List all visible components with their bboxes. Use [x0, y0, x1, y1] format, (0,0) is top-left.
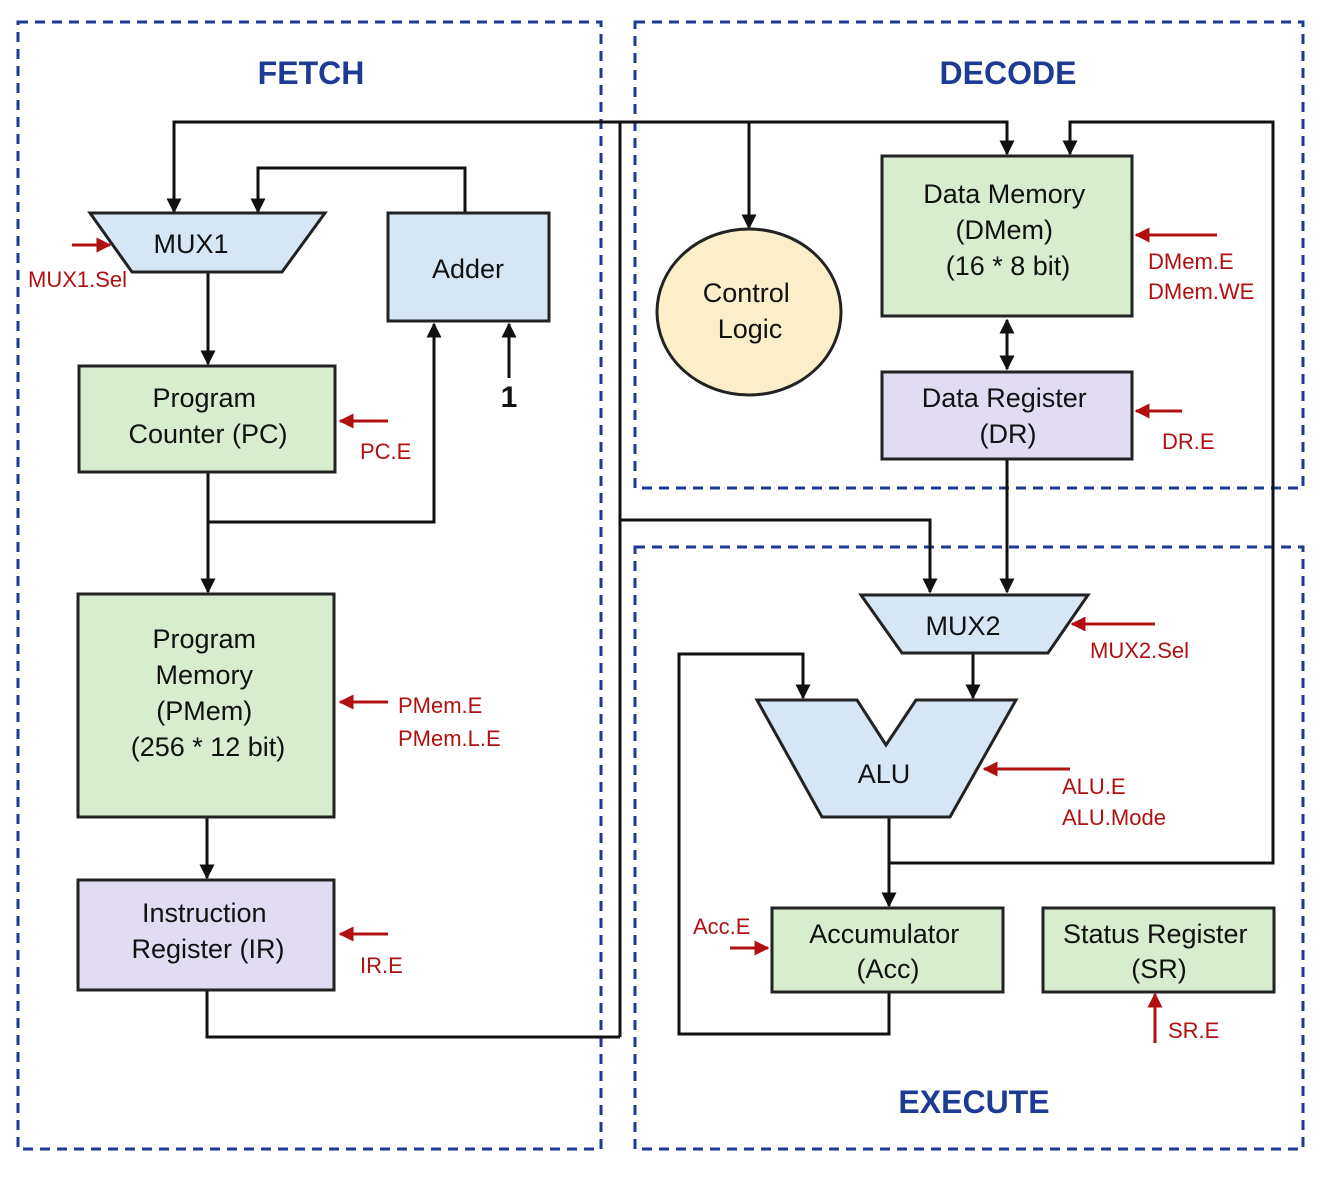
alu-block: ALU: [754, 698, 1019, 819]
dmem-e-label: DMem.E: [1148, 249, 1234, 274]
svg-text:Instruction Register (IR: Instruction Register (IR): [131, 898, 284, 964]
control-logic-block: Control Logic: [655, 227, 843, 397]
dmem-label-line-1: Data Memory: [923, 179, 1086, 209]
acc-label-line-1: Accumulator: [809, 919, 959, 949]
adder-to-mux1-wire: [250, 166, 467, 214]
pmem-label-line-4: (256 * 12 bit): [131, 732, 286, 762]
acc-label-line-2: (Acc): [857, 954, 920, 984]
dmem-label-line-3: (16 * 8 bit): [946, 251, 1071, 281]
program-memory-block: Program Memory (PMem) (256 * 12 bit): [76, 592, 336, 819]
mux2-label: MUX2: [925, 611, 1000, 641]
decode-stage-title: DECODE: [940, 55, 1077, 91]
mux2-block: MUX2: [858, 593, 1091, 655]
pc-e-label: PC.E: [360, 439, 411, 464]
svg-text:Program Memory (PM: Program Memory (PMem) (256 * 12 bit): [131, 624, 286, 762]
mux1-sel-label: MUX1.Sel: [28, 267, 127, 292]
ir-to-mux1-wire: [166, 120, 622, 1037]
mux1-label: MUX1: [153, 229, 228, 259]
svg-text:Status Register (SR): Status Register (SR): [1063, 919, 1255, 984]
dr-label-line-2: (DR): [980, 419, 1037, 449]
instruction-register-block: Instruction Register (IR): [76, 878, 336, 992]
alu-e-label: ALU.E: [1062, 774, 1126, 799]
data-memory-block: Data Memory (DMem) (16 * 8 bit): [880, 154, 1134, 318]
execute-stage-boundary: [633, 545, 1305, 1151]
acc-to-alu-feedback-wire: [677, 652, 891, 1036]
pmem-e-label: PMem.E: [398, 693, 482, 718]
svg-text:Data Register (DR): Data Register (DR): [922, 383, 1095, 449]
alu-mode-label: ALU.Mode: [1062, 805, 1166, 830]
acc-e-label: Acc.E: [693, 914, 750, 939]
mux1-block: MUX1: [87, 211, 328, 274]
pmem-label-line-2: Memory: [155, 660, 253, 690]
pmem-label-line-1: Program: [152, 624, 256, 654]
fetch-stage-boundary: [16, 20, 603, 1151]
pmem-label-line-3: (PMem): [156, 696, 252, 726]
dmem-label-line-2: (DMem): [956, 215, 1053, 245]
pc-to-adder-wire: [208, 322, 442, 524]
adder-constant-input: 1: [501, 381, 518, 414]
dr-e-label: DR.E: [1162, 429, 1215, 454]
dmem-we-label: DMem.WE: [1148, 279, 1254, 304]
control-logic-label-line-1: Control: [703, 278, 790, 308]
pmem-le-label: PMem.L.E: [398, 726, 501, 751]
decode-stage-boundary: [633, 20, 1305, 490]
svg-text:Program Counter (PC): Program Counter (PC): [128, 383, 287, 449]
data-register-block: Data Register (DR): [880, 370, 1134, 461]
svg-text:Accumulator (Acc): Accumulator (Acc): [809, 919, 967, 984]
svg-text:MUX2: MUX2: [925, 611, 1000, 641]
sr-label-line-1: Status Register: [1063, 919, 1248, 949]
alu-to-dmem-data-wire: [889, 120, 1275, 865]
sr-label-line-2: (SR): [1131, 954, 1187, 984]
sr-e-label: SR.E: [1168, 1018, 1219, 1043]
pc-label-line-2: Counter (PC): [128, 419, 287, 449]
svg-text:MUX1: MUX1: [153, 229, 228, 259]
ir-e-label: IR.E: [360, 953, 403, 978]
fetch-stage-title: FETCH: [258, 55, 365, 91]
accumulator-block: Accumulator (Acc): [770, 906, 1005, 994]
svg-text:Control Logic: Control Logic: [703, 278, 798, 344]
ir-label-line-2: Register (IR): [131, 934, 284, 964]
svg-text:ALU: ALU: [858, 759, 911, 789]
execute-stage-title: EXECUTE: [898, 1084, 1049, 1120]
control-logic-label-line-2: Logic: [718, 314, 783, 344]
ir-output-wire: [205, 990, 620, 1039]
ir-to-dmem-address-wire: [620, 120, 1015, 156]
ir-to-mux2-wire: [620, 518, 938, 594]
pc-label-line-1: Program: [152, 383, 256, 413]
program-counter-block: Program Counter (PC): [77, 364, 337, 474]
alu-label: ALU: [858, 759, 911, 789]
status-register-block: Status Register (SR): [1041, 906, 1276, 994]
svg-text:Data Memory (DMem): Data Memory (DMem) (16 * 8 bit): [923, 179, 1093, 281]
adder-block: Adder: [386, 211, 551, 323]
svg-text:Adder: Adder: [432, 254, 504, 284]
ir-label-line-1: Instruction: [142, 898, 267, 928]
dr-label-line-1: Data Register: [922, 383, 1087, 413]
mux2-sel-label: MUX2.Sel: [1090, 638, 1189, 663]
adder-label: Adder: [432, 254, 504, 284]
